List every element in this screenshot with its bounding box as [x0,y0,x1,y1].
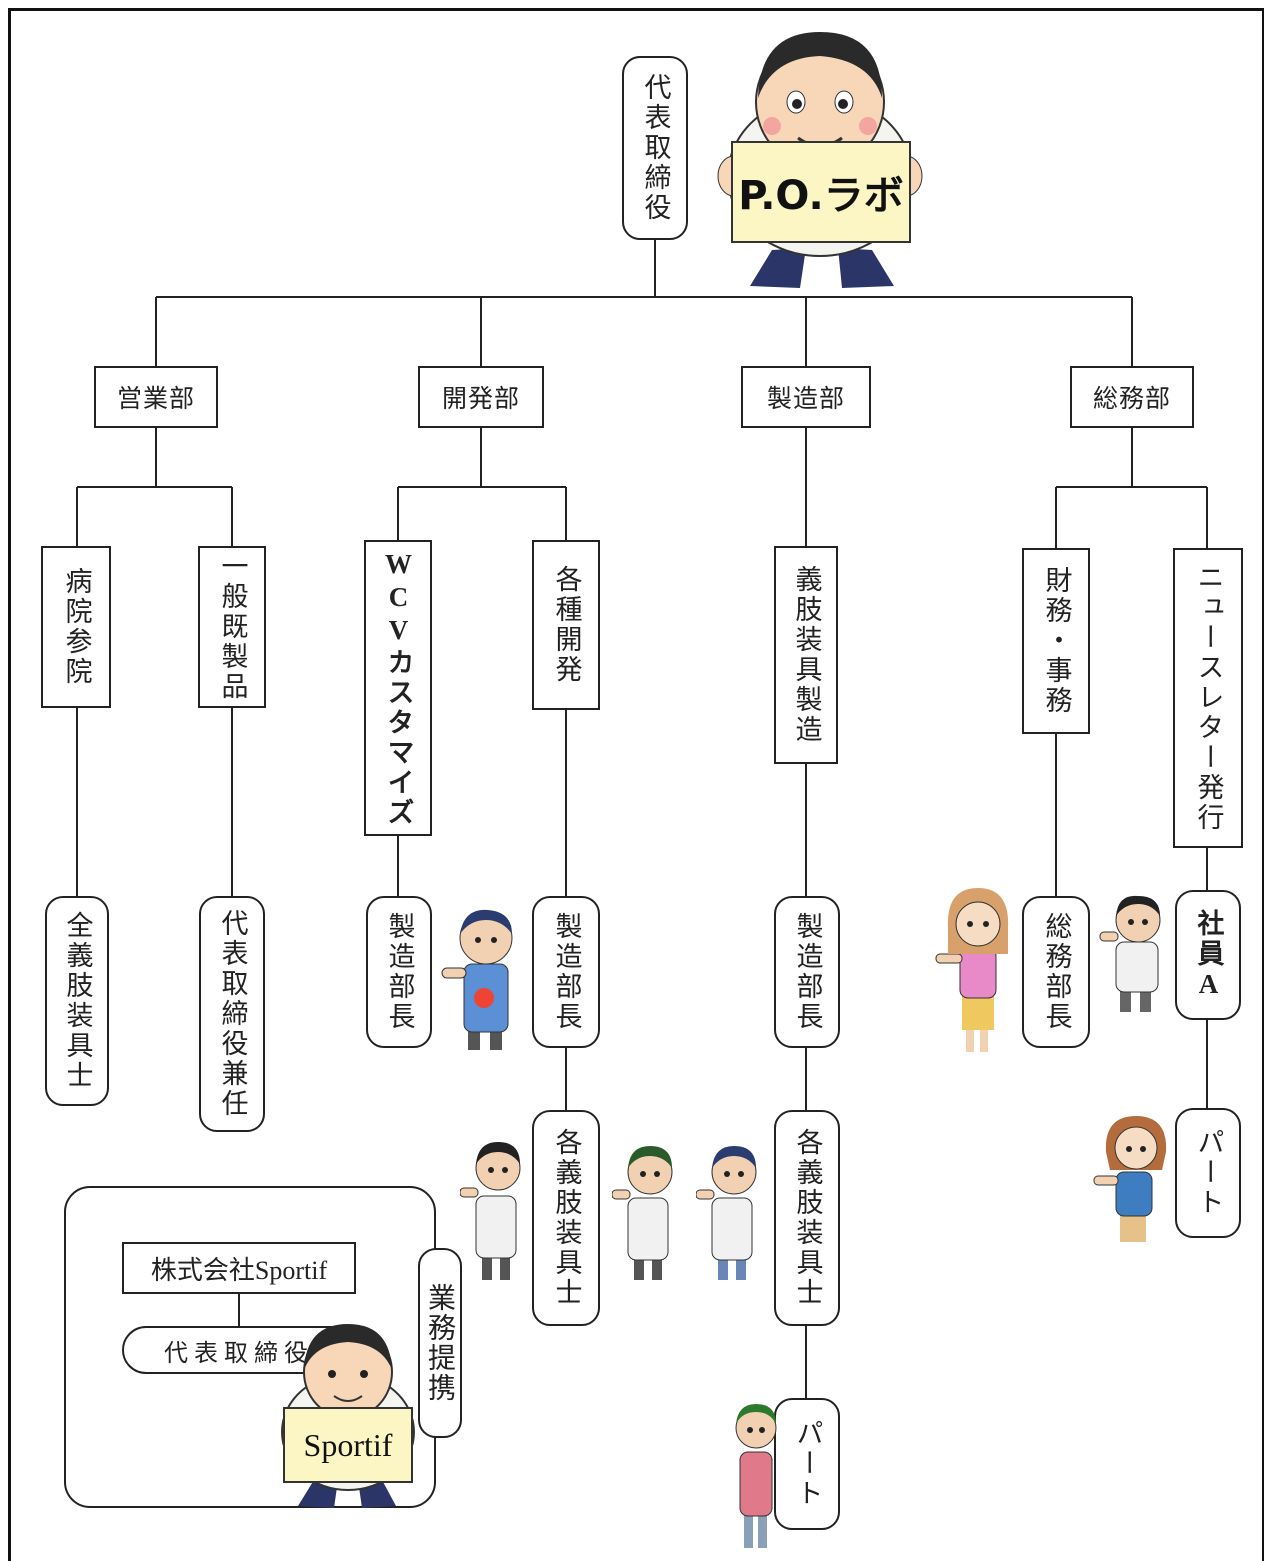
ceo-title-box: 代表取締役 [622,56,688,240]
staff-tech-figure-2 [612,1146,673,1280]
mfg-unit-prosthetics: 義肢装具製造 [774,546,838,764]
staff-tech-figure-1 [460,1142,521,1280]
sales-unit-retail: 一般既製品 [198,546,266,708]
staff-dev-various: 製造部長 [532,896,600,1048]
ga-unit-newsletter: ニュースレター発行 [1173,548,1243,848]
staff-sales-hospital: 全義肢装具士 [45,896,109,1106]
sub-staff-dev: 各義肢装具士 [532,1110,600,1326]
staff-woman-figure [935,888,1009,1052]
staff-part-woman-figure [1093,1116,1167,1242]
staff-dev-wcv: 製造部長 [366,896,432,1048]
ga-unit-finance: 財務・事務 [1022,548,1090,734]
partner-company-box: 株式会社Sportif [122,1242,356,1294]
ceo-mascot-figure [717,32,923,288]
dept-development-box: 開発部 [418,366,544,428]
staff-sales-retail: 代表取締役兼任 [199,896,265,1132]
dev-unit-wcv: WCVカスタマイズ [364,540,432,836]
dept-manufacturing-box: 製造部 [741,366,871,428]
staff-apron-figure [441,909,513,1050]
partner-relation-box: 業務提携 [418,1248,462,1438]
staff-part-figure [735,1404,777,1548]
staff-mfg-manager: 製造部長 [774,896,840,1048]
dev-unit-various: 各種開発 [532,540,600,710]
partner-mascot-figure [281,1324,415,1508]
dept-general-affairs-box: 総務部 [1070,366,1194,428]
sub-staff-mfg: 各義肢装具士 [774,1110,840,1326]
chart-frame [8,8,1264,1561]
sales-unit-hospital: 病院参院 [41,546,111,708]
staff-employee-figure [1099,895,1161,1012]
part-mfg: パート [774,1398,840,1530]
staff-tech-figure-3 [696,1146,757,1280]
ceo-sign-text: P.O.ラボ [738,173,904,219]
partner-sign-text: Sportif [303,1426,393,1463]
dept-sales-box: 営業部 [94,366,218,428]
staff-ga-manager: 総務部長 [1022,896,1090,1048]
staff-ga-employee: 社員A [1175,890,1241,1020]
part-ga: パート [1175,1108,1241,1238]
